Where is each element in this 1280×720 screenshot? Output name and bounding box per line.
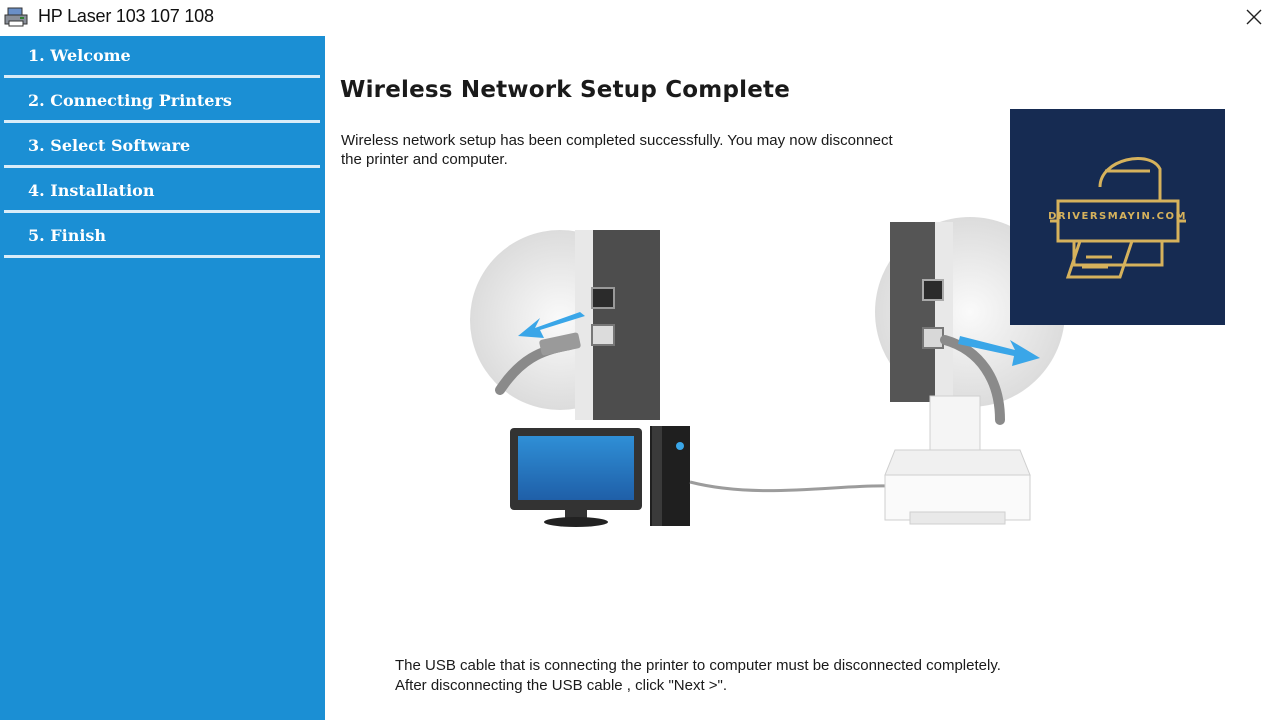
printer-logo-icon <box>1050 157 1186 279</box>
watermark-badge <box>1010 109 1225 325</box>
sidebar: 1. Welcome 2. Connecting Printers 3. Sel… <box>0 36 325 720</box>
arrow-left-icon <box>518 312 585 338</box>
note-line: After disconnecting the USB cable , clic… <box>395 677 728 694</box>
computer-tower <box>650 426 690 526</box>
computer-monitor <box>510 428 642 527</box>
description-line: the printer and computer. <box>341 151 508 168</box>
usb-note: The USB cable that is connecting the pri… <box>395 656 1195 696</box>
sidebar-item-connecting-printers[interactable]: 2. Connecting Printers <box>4 81 320 123</box>
note-line: The USB cable that is connecting the pri… <box>395 657 1001 674</box>
pc-port-zoom <box>470 230 660 420</box>
sidebar-item-label: 3. Select Software <box>28 136 191 155</box>
printer-app-icon <box>4 7 28 27</box>
arrow-right-icon <box>958 336 1040 366</box>
sidebar-item-welcome[interactable]: 1. Welcome <box>4 36 320 78</box>
description-line: Wireless network setup has been complete… <box>341 132 893 149</box>
sidebar-item-installation[interactable]: 4. Installation <box>4 171 320 213</box>
title-bar: HP Laser 103 107 108 <box>0 0 1280 34</box>
usb-cable <box>689 480 891 493</box>
sidebar-item-finish[interactable]: 5. Finish <box>4 216 320 258</box>
usb-disconnect-illustration <box>470 217 1065 527</box>
window-title: HP Laser 103 107 108 <box>38 6 214 26</box>
sidebar-item-label: 1. Welcome <box>28 46 131 65</box>
printer-device <box>884 395 1031 525</box>
sidebar-item-label: 5. Finish <box>28 226 107 245</box>
close-button[interactable] <box>1236 2 1272 32</box>
sidebar-item-select-software[interactable]: 3. Select Software <box>4 126 320 168</box>
description: Wireless network setup has been complete… <box>341 131 1021 169</box>
page-title: Wireless Network Setup Complete <box>340 77 790 103</box>
watermark-text: DRIVERSMAYIN.COM <box>1048 211 1187 222</box>
sidebar-item-label: 2. Connecting Printers <box>28 91 232 110</box>
sidebar-item-label: 4. Installation <box>28 181 155 200</box>
close-icon <box>1246 9 1262 25</box>
